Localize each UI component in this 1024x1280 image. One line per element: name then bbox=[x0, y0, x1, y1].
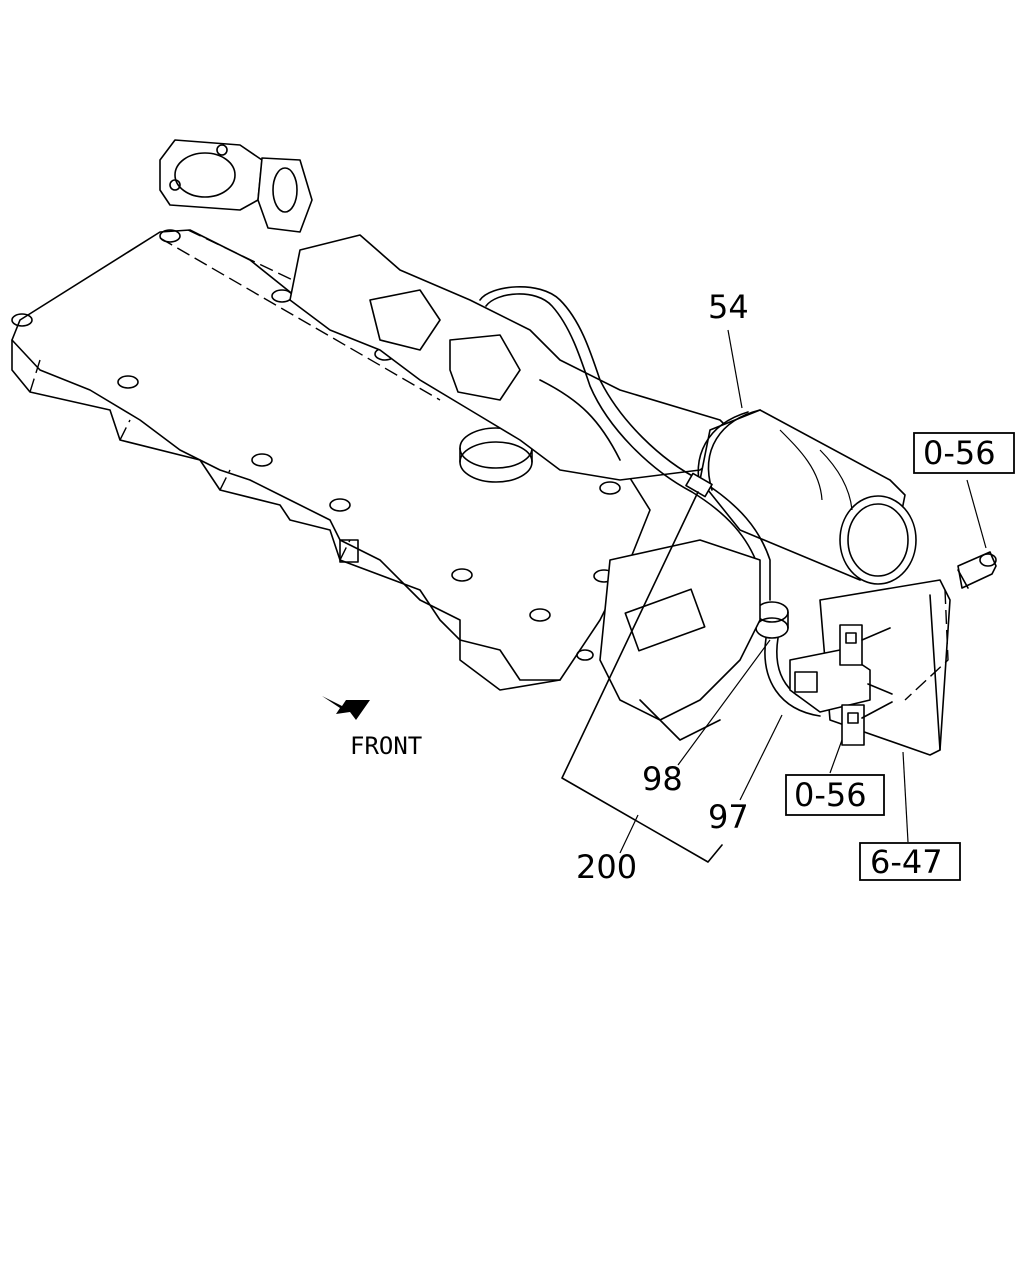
callout-98: 98 bbox=[642, 760, 683, 798]
callout-6-47: 6-47 bbox=[870, 843, 943, 881]
callout-54: 54 bbox=[708, 288, 749, 326]
bolt bbox=[957, 551, 997, 589]
callout-box-bolt-bottom: 0-56 bbox=[785, 774, 885, 816]
vsv-solenoid bbox=[789, 624, 893, 746]
callout-0-56-top: 0-56 bbox=[923, 434, 996, 472]
intake-pipe bbox=[289, 234, 741, 481]
callout-200: 200 bbox=[576, 848, 637, 886]
egr-body bbox=[599, 539, 761, 741]
callout-0-56-bottom: 0-56 bbox=[794, 776, 867, 814]
vacuum-pipe bbox=[479, 286, 823, 717]
callout-box-bolt-top: 0-56 bbox=[913, 432, 1015, 474]
leader-lines bbox=[561, 329, 987, 863]
exhaust-flange bbox=[159, 139, 313, 233]
hose-54 bbox=[697, 409, 917, 585]
callout-box-bracket: 6-47 bbox=[859, 842, 961, 881]
arrow-icon bbox=[322, 696, 370, 720]
front-label: FRONT bbox=[350, 732, 422, 760]
callout-97: 97 bbox=[708, 798, 749, 836]
front-arrow: FRONT bbox=[322, 696, 422, 760]
